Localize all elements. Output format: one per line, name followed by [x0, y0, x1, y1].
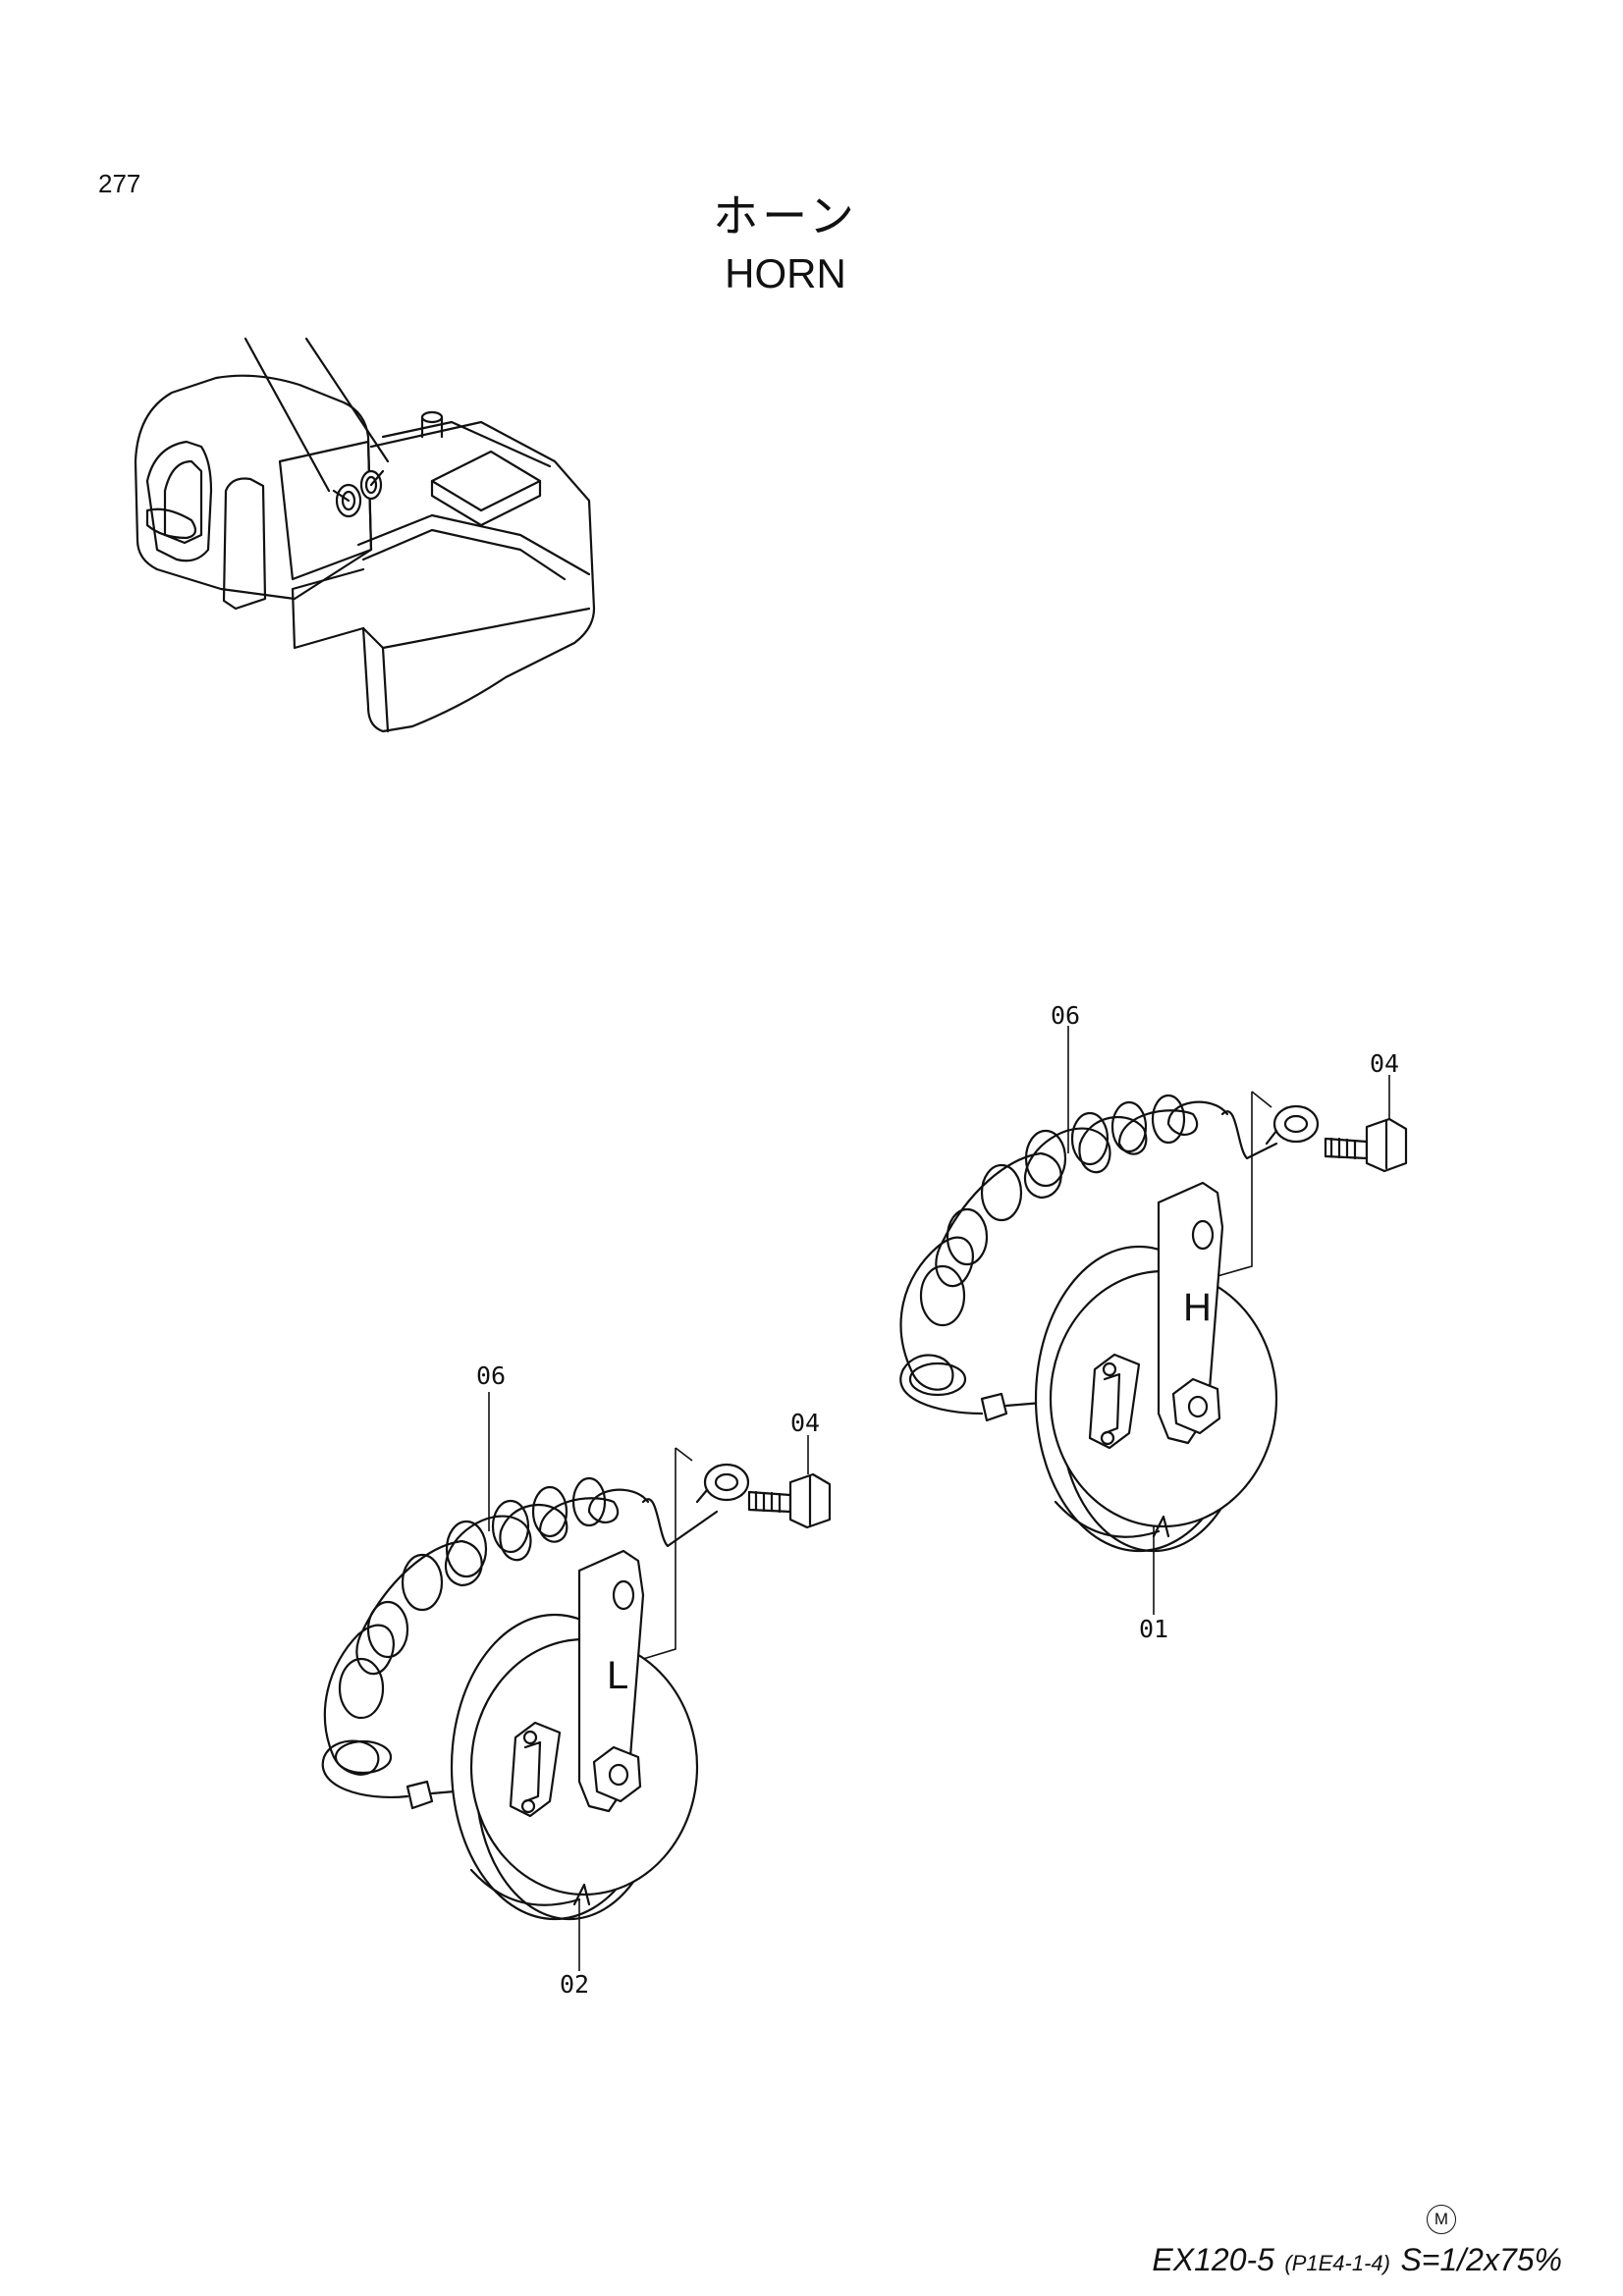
- machine-overview-illustration: [134, 337, 596, 733]
- callout-harness-high: 06: [1051, 1001, 1080, 1030]
- footer-scale: S=1/2x75%: [1400, 2242, 1562, 2277]
- footer-circle-mark: M: [1427, 2205, 1456, 2234]
- callout-horn-high: 01: [1139, 1615, 1168, 1643]
- horn-high-assembly: H: [899, 1026, 1408, 1615]
- page-number: 277: [98, 169, 141, 198]
- footer-model: EX120-5: [1152, 2242, 1274, 2277]
- title-japanese: ホーン: [713, 189, 858, 242]
- wire-harness-coil-high: [899, 1100, 1229, 1415]
- horn-low-tone-mark: L: [607, 1654, 628, 1697]
- title-block: ホーン HORN: [0, 187, 1571, 300]
- title-english: HORN: [725, 250, 846, 296]
- footer: M EX120-5 (P1E4-1-4) S=1/2x75%: [1152, 2205, 1562, 2278]
- callout-horn-low: 02: [560, 1970, 589, 1999]
- callout-harness-low: 06: [476, 1362, 506, 1390]
- horn-high-tone-mark: H: [1183, 1286, 1212, 1329]
- callout-bolt-low: 04: [790, 1409, 820, 1437]
- callout-bolt-high: 04: [1370, 1049, 1399, 1078]
- footer-code: (P1E4-1-4): [1284, 2251, 1390, 2275]
- horn-low-assembly: L: [321, 1392, 832, 1971]
- wire-harness-coil-low: [321, 1488, 650, 1798]
